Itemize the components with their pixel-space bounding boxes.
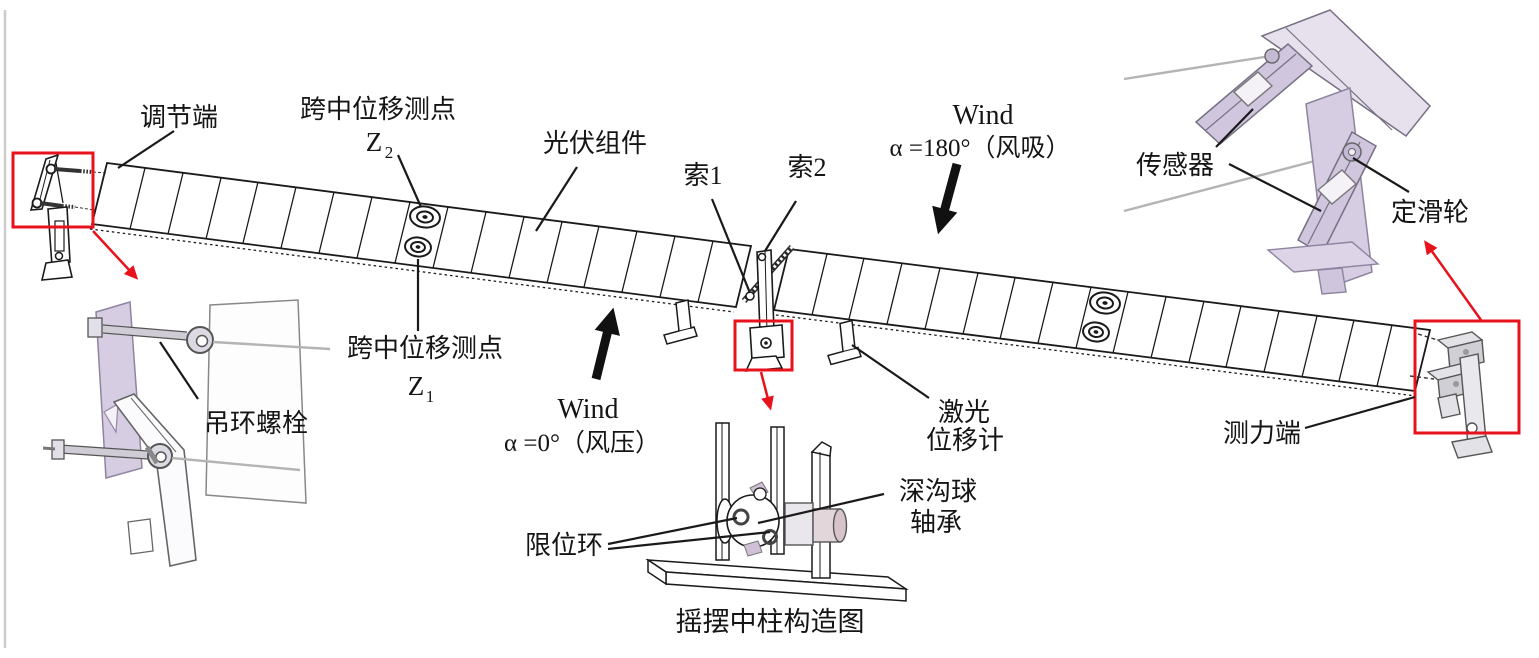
cable-1-eye <box>745 291 755 301</box>
label-z2-letter: Z <box>366 127 383 157</box>
lower-bracket <box>1437 393 1461 419</box>
label-midspan-z1: 跨中位移测点 <box>347 334 503 363</box>
label-z1-letter: Z <box>408 371 425 401</box>
leader-fixed-pulley <box>1352 157 1410 193</box>
strap-fold-line <box>764 250 768 333</box>
label-laser-line1: 激光 <box>938 398 990 427</box>
wind-pressure-arrow <box>591 307 620 381</box>
red-arrow-to-sensor-detail <box>1424 240 1483 321</box>
red-arrow-to-eyebolt-detail <box>92 230 139 280</box>
cable-to-upper-sensor <box>1123 53 1278 81</box>
eye-bolt-shaft-bottom <box>59 445 149 459</box>
panel-underside-dashed-edge <box>89 228 735 313</box>
displacement-target-right-lower <box>1082 321 1110 343</box>
detail-base-plate <box>1266 241 1380 273</box>
label-wind-suction-angle: α =180°（风吸） <box>890 134 1071 162</box>
eye-bolt-shaft-top <box>102 325 188 340</box>
label-sensor: 传感器 <box>1136 151 1214 180</box>
label-wind-pressure-word: Wind <box>557 394 618 425</box>
displacement-target-z1 <box>404 236 432 258</box>
top-frame-channel <box>1260 9 1432 138</box>
laser-gauge-bracket-right <box>827 319 862 366</box>
leader-eye-bolt <box>159 341 199 400</box>
sensor-block-lower <box>1316 169 1358 205</box>
label-bearing-line2: 轴承 <box>910 508 962 537</box>
label-bearing-line1: 深沟球 <box>899 477 977 506</box>
detail-foot-strap <box>1317 267 1347 295</box>
hex-nut-top <box>87 317 103 338</box>
wind-suction-arrow <box>932 162 962 235</box>
label-midspan-z2: 跨中位移测点 <box>300 95 456 124</box>
wire-rope-top <box>212 340 331 351</box>
label-detail-caption: 摇摆中柱构造图 <box>676 607 865 637</box>
displacement-target-z2 <box>409 205 441 229</box>
center-cable-assembly <box>741 245 795 372</box>
red-box-adjustment-end <box>11 151 95 229</box>
roller-top <box>753 487 767 501</box>
label-z1-subscript: 1 <box>426 387 435 406</box>
red-arrow-to-column-detail <box>759 371 774 411</box>
swing-column-detail-view <box>645 422 909 602</box>
sensor-pulley-detail-view <box>1123 9 1432 295</box>
label-z2-subscript: 2 <box>385 143 394 162</box>
bolt-dot-1 <box>1463 349 1469 355</box>
leader-cable-2 <box>764 200 797 252</box>
leader-lines <box>117 108 1416 551</box>
red-box-force-end <box>1413 319 1521 435</box>
leader-adjustment-end <box>117 130 175 169</box>
bolt-dot-2 <box>1453 381 1459 387</box>
label-force-end: 测力端 <box>1223 419 1301 448</box>
pv-array-left-strip <box>89 162 753 313</box>
leader-sensor-upper <box>1215 108 1254 148</box>
leader-pv-module <box>535 166 578 232</box>
leader-z2 <box>396 154 423 208</box>
shackle-bolt-center <box>764 341 768 345</box>
label-wind-pressure-angle: α =0°（风压） <box>504 429 660 457</box>
red-box-swing-column <box>733 319 794 372</box>
frame-post-bent-top <box>810 441 832 457</box>
label-pv-module: 光伏组件 <box>543 129 647 158</box>
leader-limit-ring-2 <box>607 530 771 551</box>
label-wind-suction-word: Wind <box>952 100 1013 131</box>
ring-pin <box>144 445 160 465</box>
clamp-wedge-bottom <box>743 540 763 557</box>
leader-cable-1 <box>710 198 752 294</box>
label-fixed-pulley: 定滑轮 <box>1391 198 1469 227</box>
strap-slot <box>127 518 154 555</box>
panel-sheet <box>205 299 307 504</box>
leader-force-end <box>1304 395 1416 430</box>
label-cable-2: 索2 <box>787 153 826 182</box>
limit-ring-1 <box>732 508 750 526</box>
cable-to-pulley <box>1123 150 1350 213</box>
displacement-target-right-upper <box>1089 291 1121 315</box>
shackle-foot <box>744 355 784 372</box>
adjustment-end-fixture <box>29 153 107 281</box>
leader-bearing <box>757 492 885 525</box>
force-end-fixture <box>1409 331 1493 459</box>
plate-gusset <box>103 402 119 434</box>
laser-gauge-bracket-left <box>663 299 698 345</box>
limit-ring-2 <box>762 529 778 545</box>
leader-sensor-lower <box>1228 163 1322 212</box>
strap-pin <box>757 252 767 262</box>
label-eye-bolt: 吊环螺栓 <box>204 409 308 438</box>
eye-bolt-detail-view <box>42 299 331 567</box>
label-limit-ring: 限位环 <box>525 531 603 560</box>
shaft-cylinder <box>784 502 814 546</box>
leader-limit-ring-1 <box>607 516 738 546</box>
leader-laser-gauge <box>851 344 930 399</box>
label-cable-1: 索1 <box>683 161 722 190</box>
upper-pulley <box>1264 48 1280 64</box>
sensor-block-upper <box>1232 71 1274 107</box>
base-left-cap <box>647 558 667 586</box>
red-annotations <box>11 151 1521 435</box>
label-adjustment-end: 调节端 <box>140 103 218 132</box>
label-laser-line2: 位移计 <box>926 426 1004 455</box>
wire-rope-bottom <box>171 456 301 472</box>
fixture-foot <box>1451 435 1493 459</box>
end-plate <box>95 301 143 479</box>
shaft-end-cap <box>832 508 848 543</box>
